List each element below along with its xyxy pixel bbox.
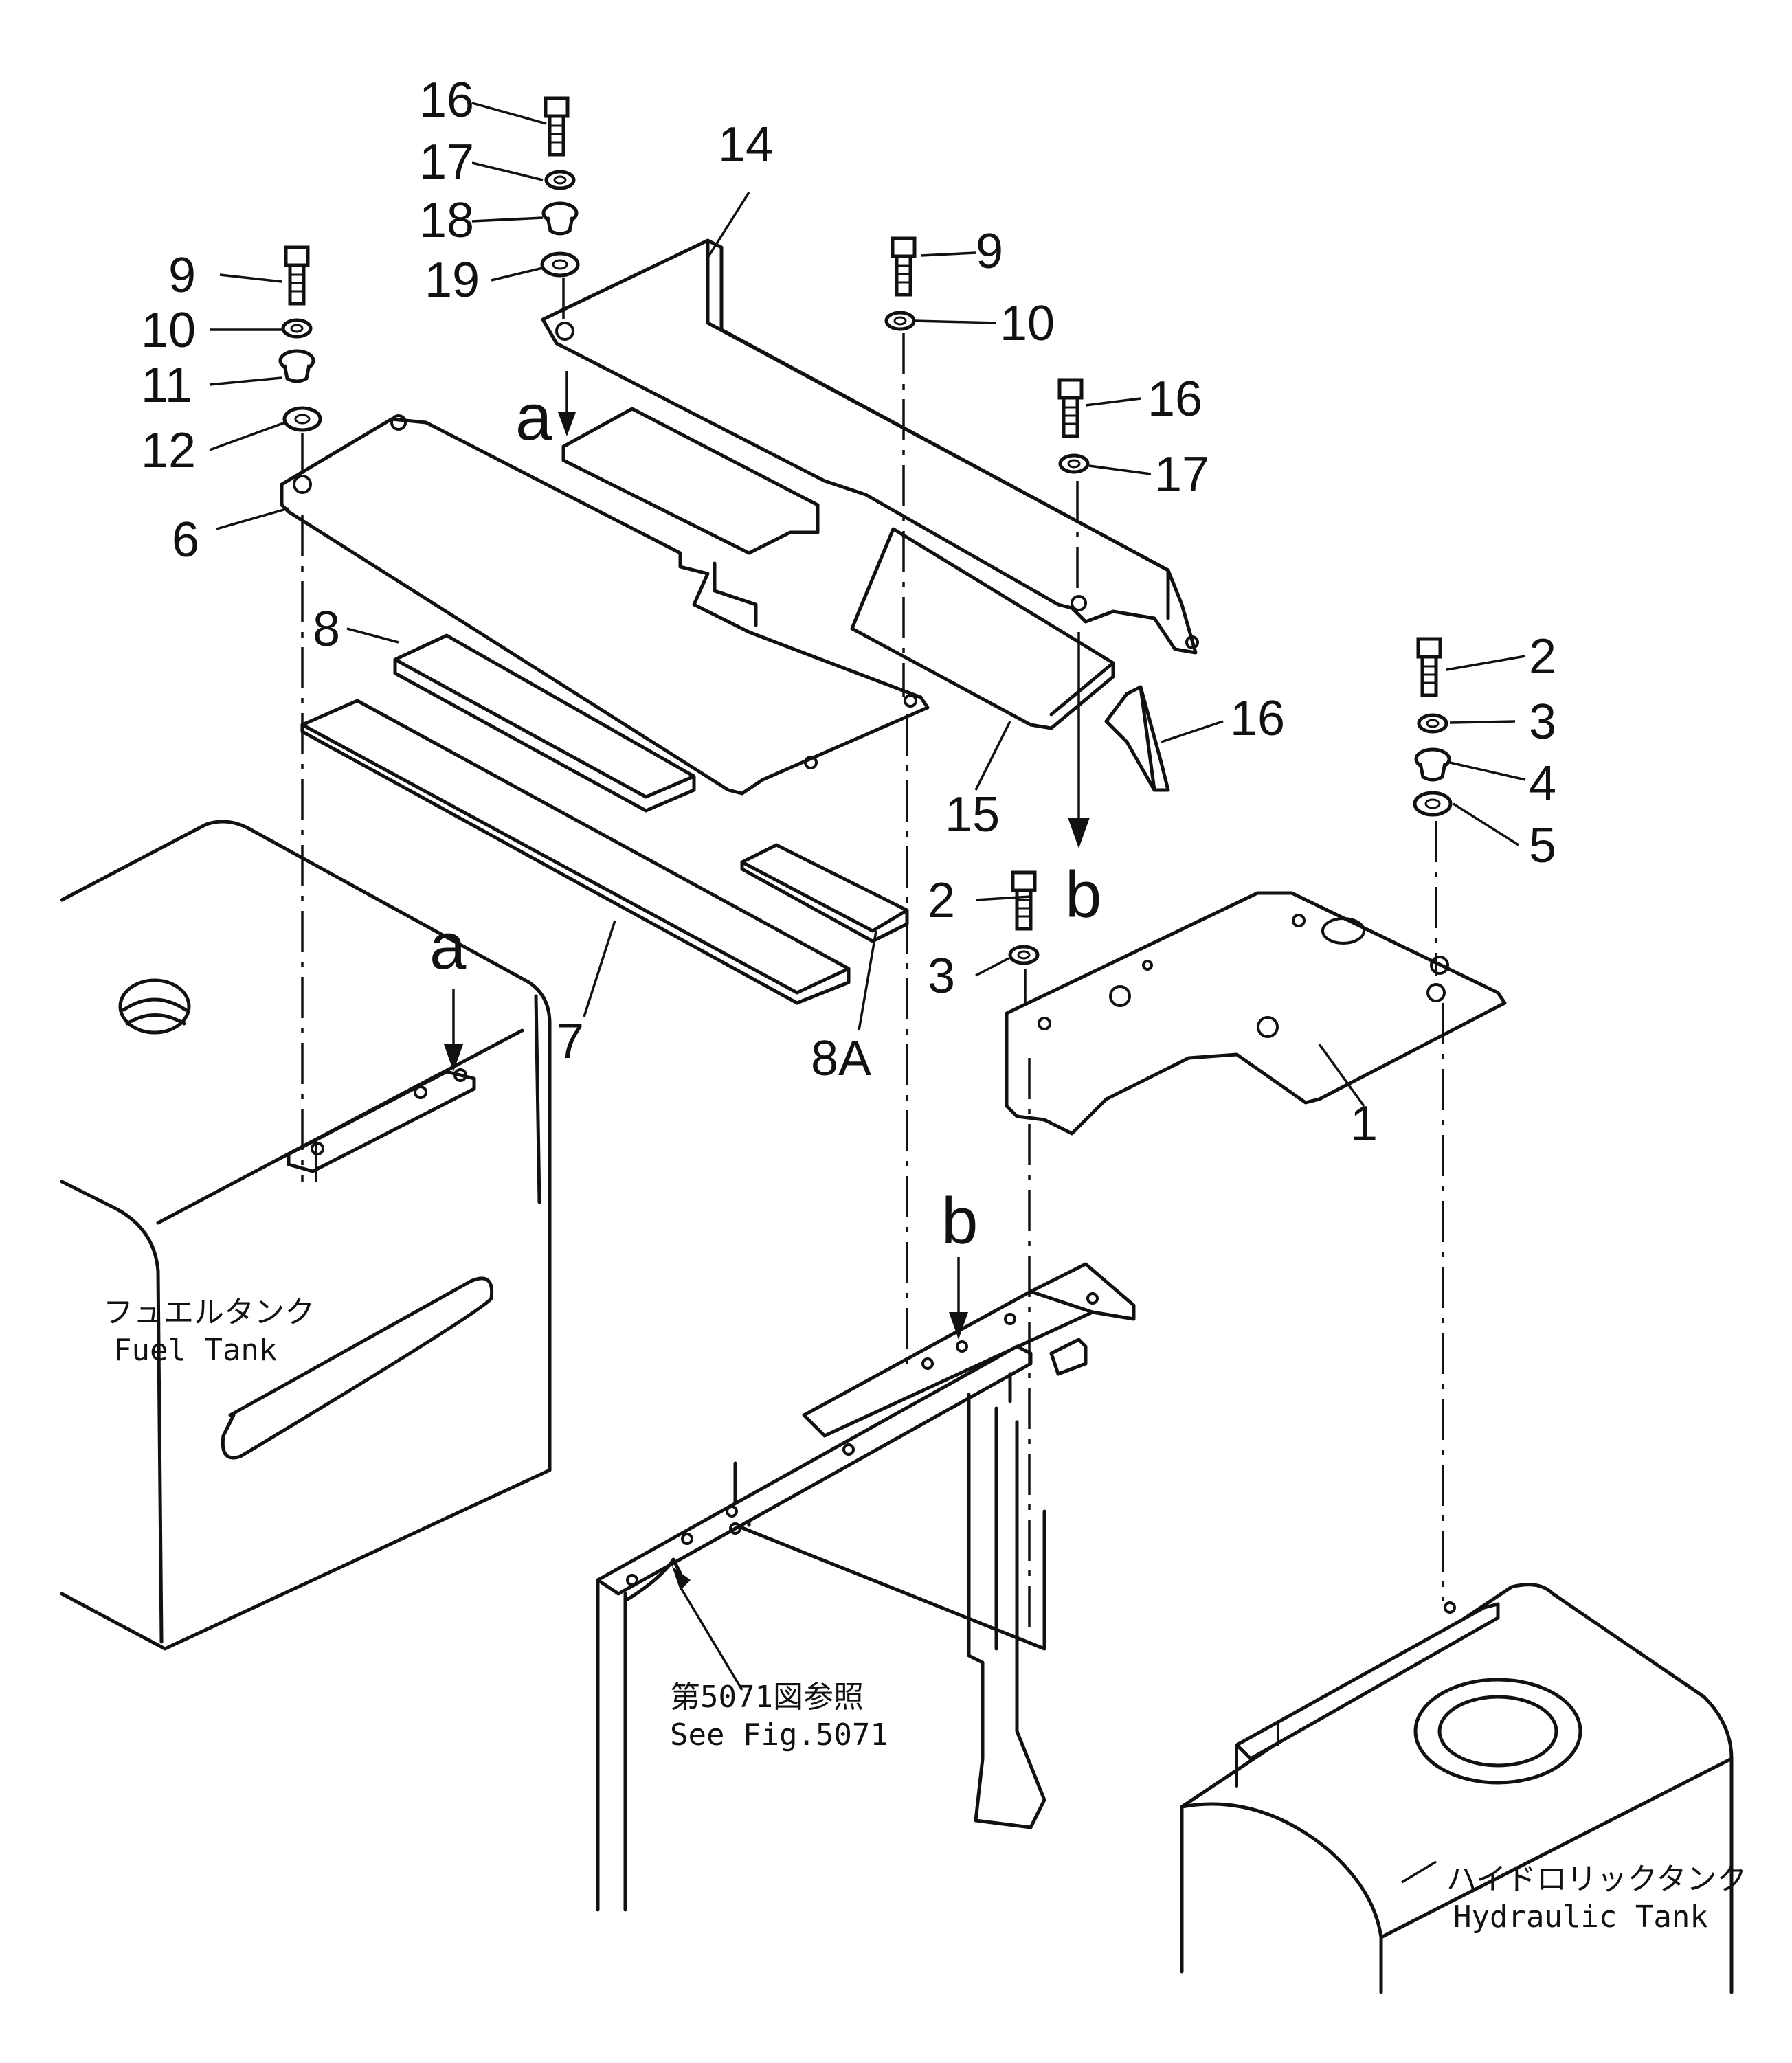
callout-17-right: 17 (1154, 447, 1209, 502)
component-labels: フュエルタンク Fuel Tank 第5071図参照 See Fig.5071 … (103, 1295, 1747, 1935)
callout-3-right: 3 (1529, 695, 1556, 749)
cover-plate-1 (1005, 891, 1507, 1136)
see-fig-label-en: See Fig.5071 (670, 1717, 888, 1752)
support-frame (596, 1262, 1136, 1912)
callout-1: 1 (1350, 1096, 1378, 1151)
fastener-stack-right-top (1060, 380, 1090, 848)
callout-10: 10 (141, 303, 196, 358)
callout-2-right: 2 (1529, 629, 1556, 684)
callout-16-right: 16 (1147, 372, 1202, 427)
callout-18: 18 (419, 193, 474, 248)
ref-a-tank: a (429, 910, 467, 983)
fastener-stack-plate1 (1010, 872, 1038, 1628)
ref-b-frame: b (941, 1184, 978, 1258)
pad-8 (393, 633, 696, 813)
see-fig-label-jp: 第5071図参照 (670, 1680, 864, 1715)
callout-8A: 8A (811, 1031, 871, 1086)
fuel-tank-label-jp: フュエルタンク (103, 1295, 315, 1330)
callout-5: 5 (1529, 818, 1556, 873)
callout-2-center: 2 (928, 873, 955, 928)
cover-plate-6 (280, 414, 930, 796)
fuel-tank-label-en: Fuel Tank (113, 1333, 277, 1368)
hydraulic-tank-label-en: Hydraulic Tank (1453, 1899, 1708, 1935)
callout-19: 19 (425, 253, 480, 308)
callout-13: 14 (718, 117, 773, 172)
fastener-stack-top (542, 98, 578, 319)
ref-a-top: a (515, 381, 552, 454)
leader-lines (209, 102, 1526, 1884)
callout-10-center: 10 (1000, 296, 1055, 351)
cover-plate-13 (541, 238, 1199, 655)
pad-14 (561, 407, 1115, 730)
fastener-stack-left (280, 247, 320, 1182)
callout-9-center: 9 (976, 224, 1003, 279)
fastener-stack-center (886, 238, 915, 1367)
callout-11: 11 (141, 358, 192, 413)
callout-3-center: 3 (928, 949, 955, 1004)
callout-12: 12 (141, 423, 196, 478)
callout-9: 9 (168, 248, 196, 303)
callout-labels: 16 17 18 19 14 9 10 11 12 6 8 7 8A 15 16… (141, 73, 1556, 1258)
ref-b-top: b (1065, 858, 1101, 932)
callout-8: 8 (313, 602, 340, 657)
fastener-stack-far-right (1415, 639, 1451, 1601)
callout-4: 4 (1529, 756, 1556, 811)
callout-7: 7 (557, 1014, 584, 1069)
callout-17: 17 (419, 135, 474, 190)
callout-16: 16 (419, 73, 474, 128)
callout-15: 16 (1230, 691, 1285, 746)
hydraulic-tank-label-jp: ハイドロリックタンク (1446, 1862, 1747, 1897)
bracket-15 (1104, 685, 1170, 792)
callout-14: 15 (945, 787, 1000, 842)
fuel-tank (60, 820, 552, 1651)
hydraulic-tank (1180, 1583, 1734, 1994)
callout-6: 6 (172, 512, 199, 567)
